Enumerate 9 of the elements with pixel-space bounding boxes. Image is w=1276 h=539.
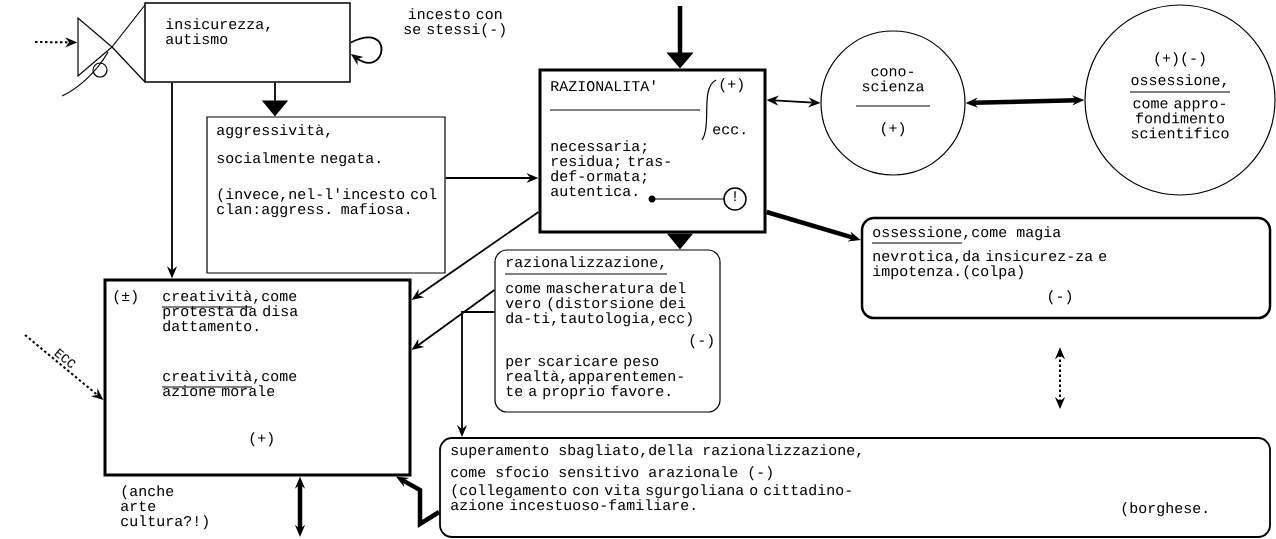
process-box: superamento sbagliato,della razionalizzazione, come sfocio sensitivo arazionale (-) (collegamento con vita sgurgoliana o cittadino-azione incestuoso-familiare. (borghese. xyxy=(439,437,1271,538)
process-box: razionalizzazione, come mascheratura del vero (distorsione dei da-ti,tautologia,ecc) (-) per scaricare peso realtà,apparentemen-te a proprio favore. xyxy=(494,249,721,413)
note-text: incesto con se stessi(-) xyxy=(404,8,505,38)
arrow xyxy=(349,36,383,66)
edge-label: ECC xyxy=(51,346,79,371)
process-box: (±) creatività,come protesta da disa dattamento. creatività,come azione morale (+) xyxy=(103,278,412,477)
process-box: aggressività, socialmente negata. (invece,nel-l'incesto col clan:aggress. mafiosa. xyxy=(206,116,446,274)
process-box: ossessione,come magia nevrotica,da insicurez-za e impotenza.(colpa) (-) xyxy=(860,216,1272,320)
octagon-box: insicurezza, autismo xyxy=(61,2,351,97)
